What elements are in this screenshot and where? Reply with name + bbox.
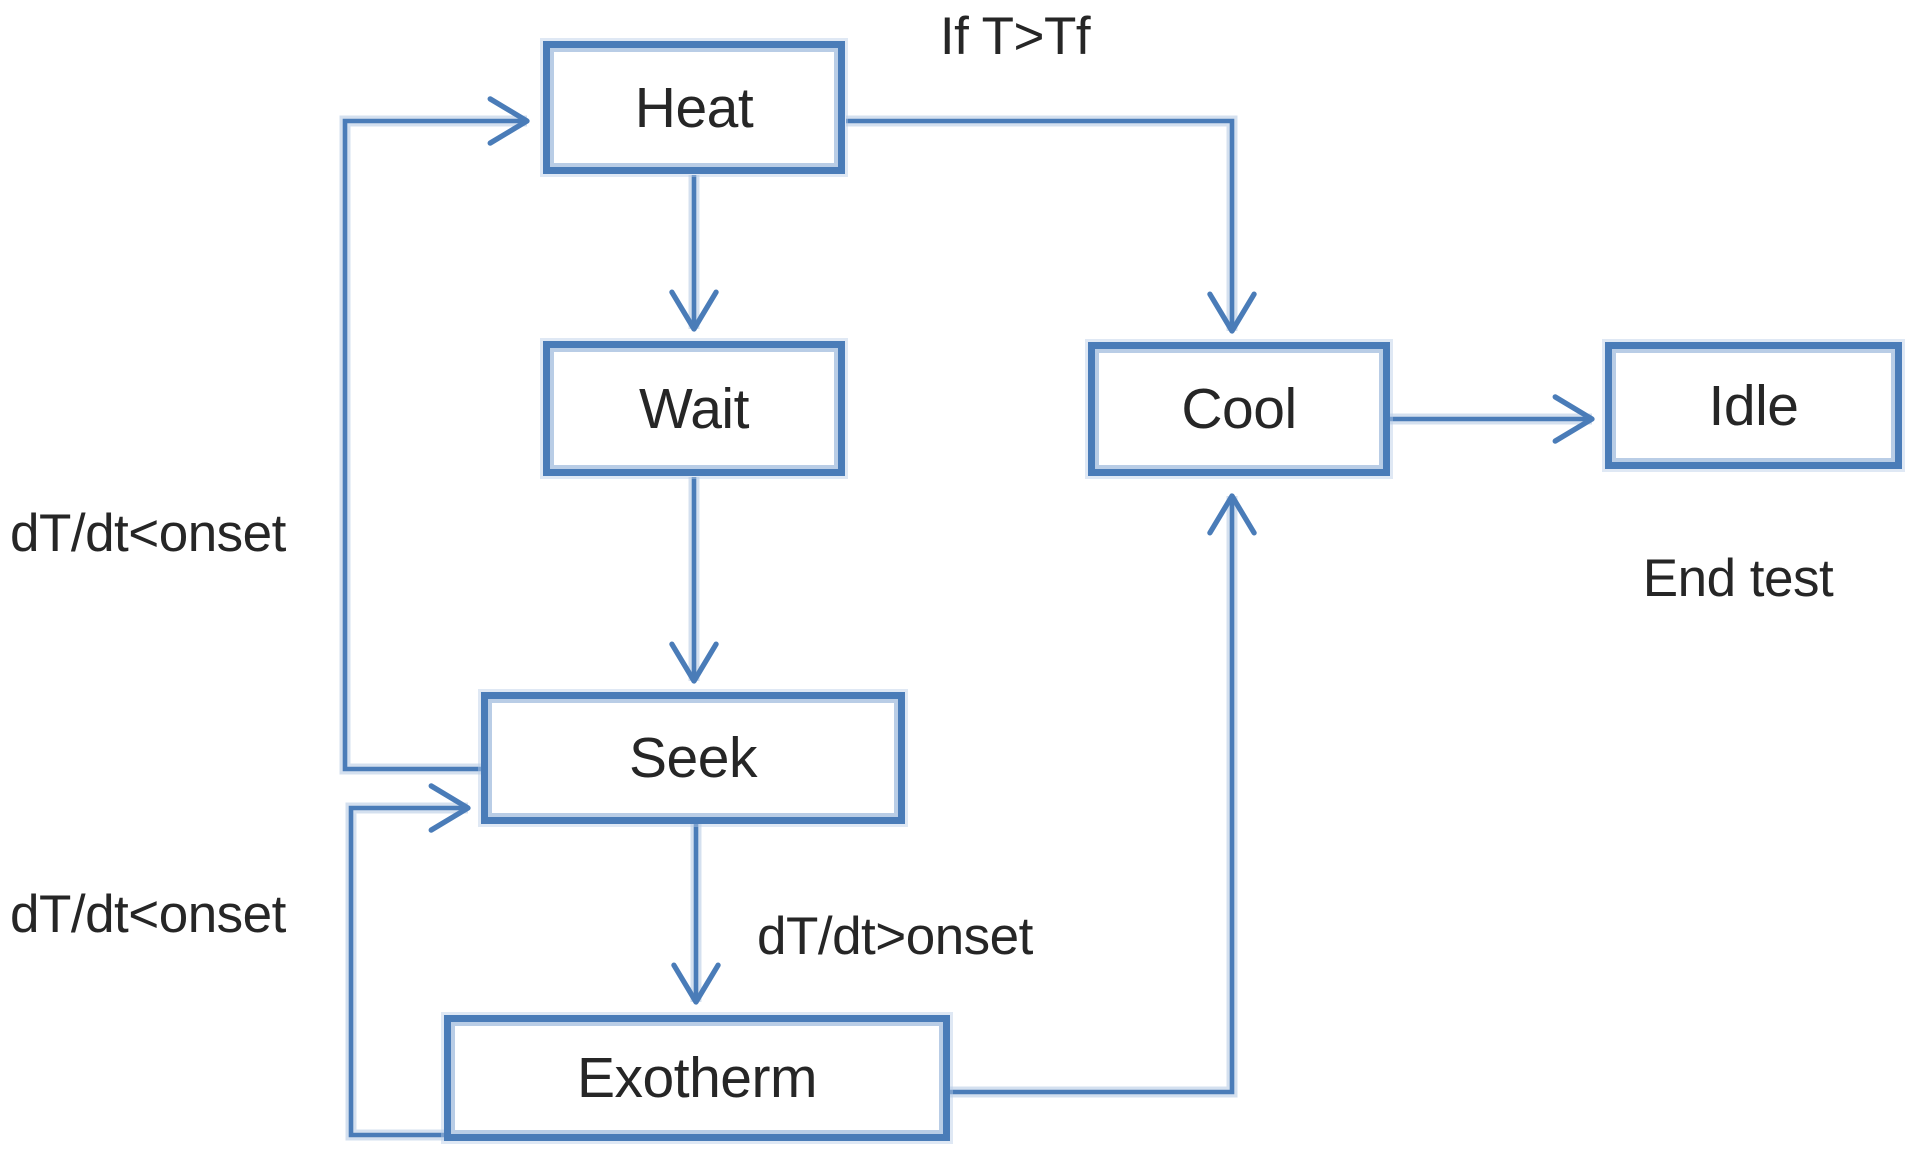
edge-label-seek-to-heat: dT/dt<onset	[10, 504, 286, 563]
node-wait: Wait	[543, 341, 845, 476]
node-exotherm-label: Exotherm	[577, 1046, 817, 1110]
node-seek: Seek	[481, 692, 905, 824]
edge-seek-to-heat	[342, 96, 530, 772]
edge-label-end-test: End test	[1642, 549, 1834, 608]
edge-label-seek-to-exotherm: dT/dt>onset	[757, 907, 1033, 966]
edge-heat-to-cool	[846, 118, 1257, 334]
connector-halo-layer	[339, 115, 1592, 1141]
edge-exotherm-to-cool	[950, 493, 1257, 1095]
node-seek-label: Seek	[629, 726, 757, 790]
edge-label-exotherm-to-seek: dT/dt<onset	[10, 885, 286, 944]
node-heat: Heat	[543, 41, 845, 174]
node-idle-label: Idle	[1708, 373, 1799, 438]
node-heat-label: Heat	[634, 75, 754, 140]
connector-core-layer	[342, 96, 1595, 1138]
node-cool: Cool	[1088, 342, 1390, 476]
node-cool-label: Cool	[1181, 377, 1297, 441]
edge-label-heat-to-cool: If T>Tf	[939, 7, 1091, 66]
edge-exotherm-to-seek	[348, 783, 471, 1138]
node-wait-label: Wait	[639, 376, 749, 441]
node-idle: Idle	[1605, 342, 1902, 469]
node-exotherm: Exotherm	[444, 1015, 950, 1141]
